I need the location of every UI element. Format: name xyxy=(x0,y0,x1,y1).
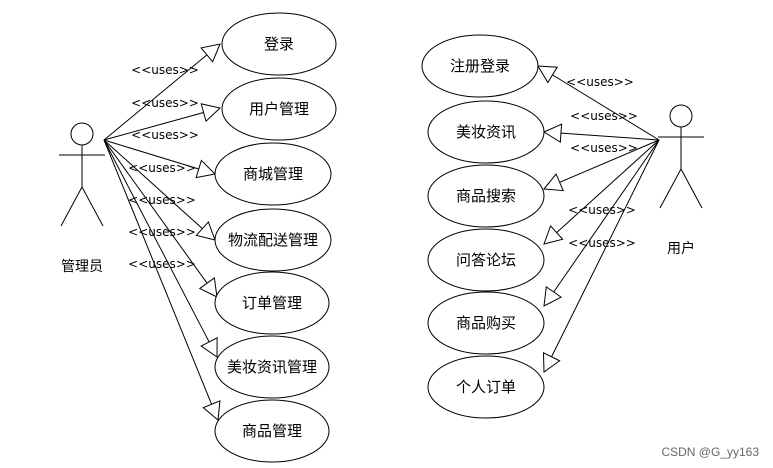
admin-assoc-1-line xyxy=(103,54,208,141)
uses-label-admin-1: <<uses>> xyxy=(131,63,199,77)
user-assoc-1-line xyxy=(552,74,660,141)
usecase-admin-7[interactable]: 商品管理 xyxy=(214,399,330,463)
usecase-user-1[interactable]: 注册登录 xyxy=(421,34,539,98)
admin-assoc-2-line xyxy=(103,112,204,141)
usecase-admin-1-label: 登录 xyxy=(264,35,294,53)
usecase-user-1-label: 注册登录 xyxy=(450,57,510,75)
uses-labels: <<uses>> <<uses>> <<uses>> <<uses>> <<uses>>… xyxy=(128,63,638,271)
admin-assoc-7-line xyxy=(103,139,213,405)
watermark: CSDN @G_yy163 xyxy=(661,445,759,459)
actor-user-left-leg xyxy=(659,168,682,209)
admin-assoc-6-arrowhead xyxy=(200,336,218,358)
usecase-admin-5-label: 订单管理 xyxy=(242,294,302,312)
user-assoc-6-arrowhead xyxy=(542,351,561,373)
user-assoc-5-line xyxy=(553,139,660,293)
uses-label-user-1: <<uses>> xyxy=(566,75,634,89)
user-assoc-5-arrowhead xyxy=(543,286,563,307)
admin-assoc-2-arrowhead xyxy=(200,103,222,123)
usecase-admin-2-ellipse xyxy=(221,77,337,141)
uses-label-admin-4: <<uses>> xyxy=(128,161,196,175)
usecase-user-2-label: 美妆资讯 xyxy=(456,123,516,141)
admin-assoc-6-line xyxy=(103,139,210,343)
usecase-user-3-label: 商品搜索 xyxy=(456,187,516,205)
user-assoc-1-arrowhead xyxy=(537,65,559,84)
actor-user-right-leg xyxy=(680,168,703,209)
user-assoc-6-line xyxy=(551,139,660,357)
usecase-admin-7-ellipse xyxy=(214,399,330,463)
admin-assoc-3-arrowhead xyxy=(195,159,217,179)
admin-assoc-4-arrowhead xyxy=(195,220,216,241)
user-assoc-3-arrowhead xyxy=(543,173,564,192)
actor-admin-head xyxy=(70,122,94,146)
admin-assoc-1-arrowhead xyxy=(200,43,221,63)
usecase-admin-4[interactable]: 物流配送管理 xyxy=(214,208,332,272)
usecase-admin-4-ellipse xyxy=(214,208,332,272)
usecase-admin-4-label: 物流配送管理 xyxy=(228,231,318,249)
arrowheads xyxy=(195,43,564,421)
usecase-admin-6-label: 美妆资讯管理 xyxy=(227,358,317,376)
uses-label-user-3: <<uses>> xyxy=(570,141,638,155)
uses-label-admin-3: <<uses>> xyxy=(131,128,199,142)
association-lines xyxy=(103,54,660,405)
actors: 管理员 用户 xyxy=(59,104,704,275)
usecase-admin-2[interactable]: 用户管理 xyxy=(221,77,337,141)
usecase-user-1-ellipse xyxy=(421,34,539,98)
actor-admin-label: 管理员 xyxy=(61,259,103,275)
usecase-user-5[interactable]: 商品购买 xyxy=(427,291,545,355)
actor-admin-right-leg xyxy=(81,186,104,227)
usecase-user-6-ellipse xyxy=(427,355,545,419)
uses-label-user-4: <<uses>> xyxy=(568,203,636,217)
usecase-user-4-label: 问答论坛 xyxy=(456,251,516,269)
usecase-admin-5[interactable]: 订单管理 xyxy=(214,271,330,335)
user-assoc-2-arrowhead xyxy=(542,123,563,144)
usecase-user-5-ellipse xyxy=(427,291,545,355)
uses-label-user-5: <<uses>> xyxy=(568,236,636,250)
user-assoc-4-arrowhead xyxy=(543,224,564,245)
usecase-admin-3-label: 商城管理 xyxy=(243,165,303,183)
actor-user-label: 用户 xyxy=(667,240,695,257)
usecase-user-2[interactable]: 美妆资讯 xyxy=(427,100,545,164)
user-assoc-2-line xyxy=(560,132,660,141)
actor-admin[interactable]: 管理员 xyxy=(59,122,105,275)
usecase-admin-3-ellipse xyxy=(214,142,332,206)
usecase-user-6-label: 个人订单 xyxy=(456,378,516,396)
usecase-user-4[interactable]: 问答论坛 xyxy=(427,228,545,292)
uses-label-admin-5: <<uses>> xyxy=(128,193,196,207)
uses-label-user-2: <<uses>> xyxy=(570,109,638,123)
uses-label-admin-2: <<uses>> xyxy=(131,96,199,110)
usecase-user-6[interactable]: 个人订单 xyxy=(427,355,545,419)
usecase-admin-1-ellipse xyxy=(221,12,337,76)
usecase-user-4-ellipse xyxy=(427,228,545,292)
usecase-user-3-ellipse xyxy=(427,164,545,228)
admin-assoc-5-arrowhead xyxy=(198,277,218,298)
usecase-admin-2-label: 用户管理 xyxy=(249,100,309,118)
usecase-user-5-label: 商品购买 xyxy=(456,314,516,332)
uses-label-admin-6: <<uses>> xyxy=(128,225,196,239)
admin-assoc-3-line xyxy=(103,139,199,170)
actor-admin-left-leg xyxy=(60,186,83,227)
admin-assoc-5-line xyxy=(103,139,208,284)
usecase-admin-5-ellipse xyxy=(214,271,330,335)
admin-assoc-4-line xyxy=(103,139,203,229)
user-assoc-3-line xyxy=(559,139,660,183)
actor-user[interactable]: 用户 xyxy=(658,104,704,257)
user-assoc-4-line xyxy=(556,139,660,233)
usecase-user-3[interactable]: 商品搜索 xyxy=(427,164,545,228)
usecase-user-2-ellipse xyxy=(427,100,545,164)
usecase-admin-6-ellipse xyxy=(214,335,330,399)
usecase-admin-1[interactable]: 登录 xyxy=(221,12,337,76)
usecase-admin-3[interactable]: 商城管理 xyxy=(214,142,332,206)
usecase-admin-6[interactable]: 美妆资讯管理 xyxy=(214,335,330,399)
admin-assoc-7-arrowhead xyxy=(202,400,221,421)
usecase-admin-7-label: 商品管理 xyxy=(242,422,302,440)
uses-label-admin-7: <<uses>> xyxy=(128,257,196,271)
actor-user-head xyxy=(669,104,693,128)
